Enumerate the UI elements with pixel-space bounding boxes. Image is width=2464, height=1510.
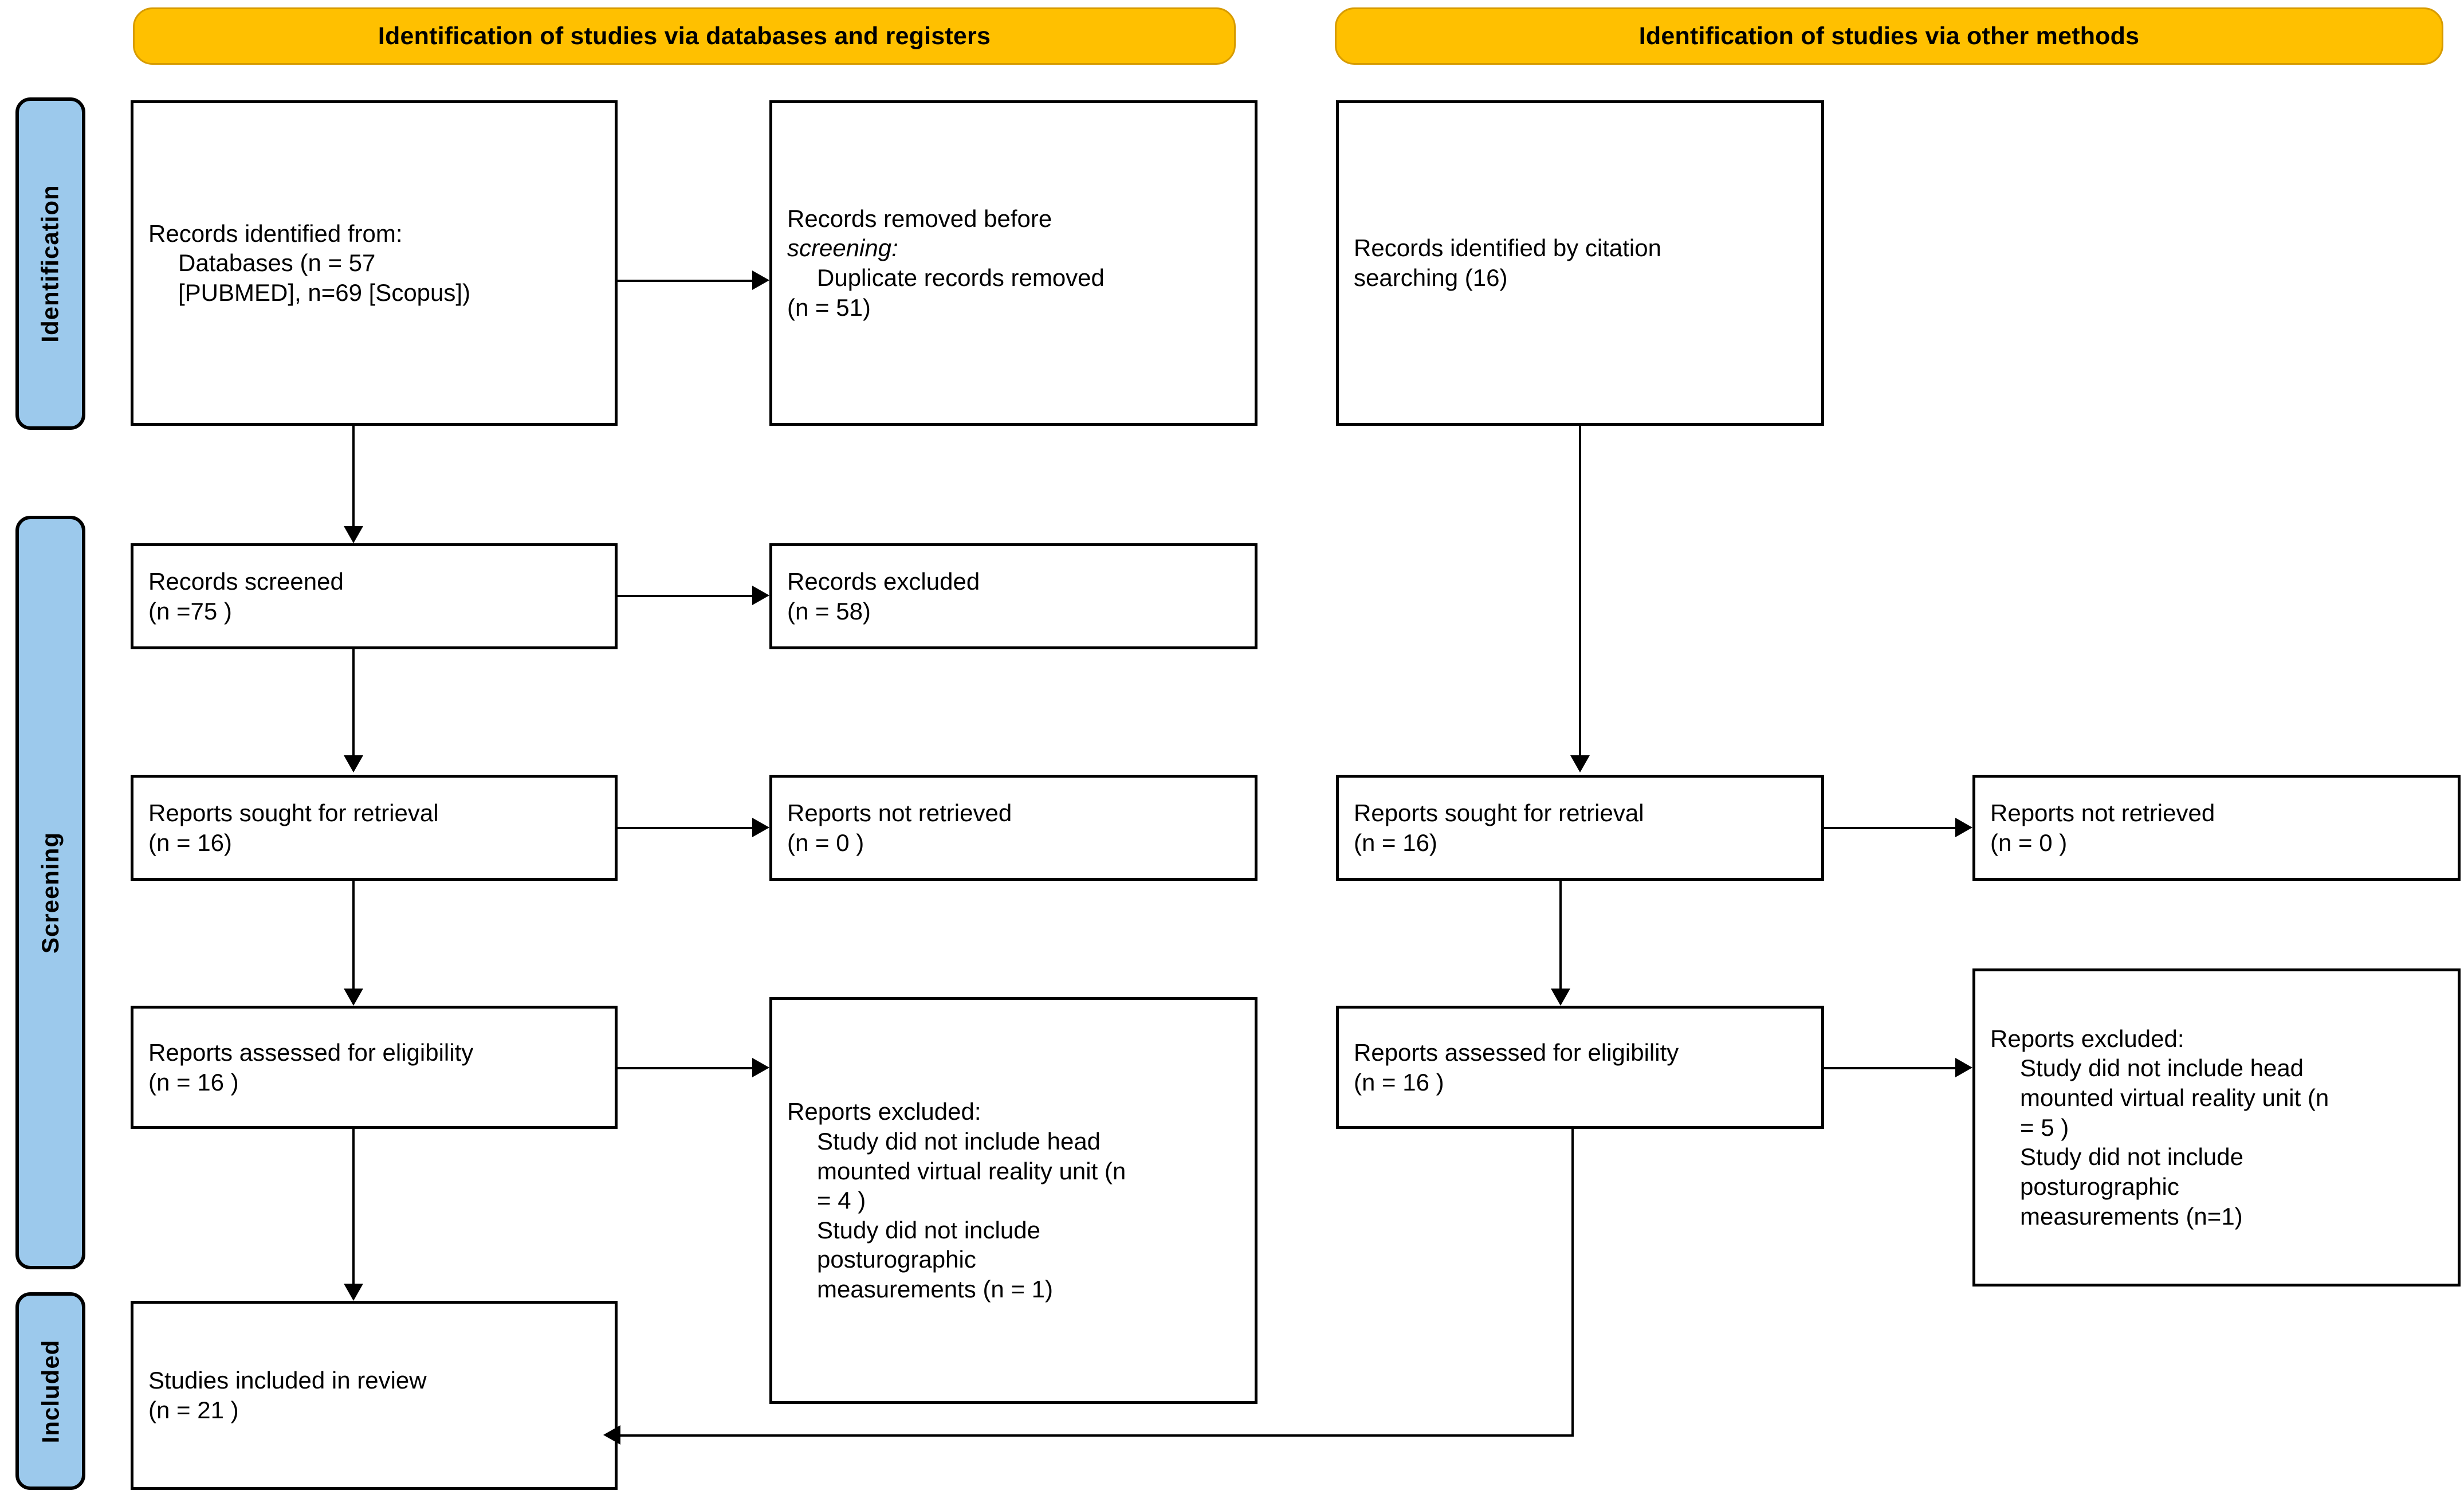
phase-header-databases: Identification of studies via databases … bbox=[133, 7, 1236, 65]
arrow-identified-to-screened bbox=[344, 526, 363, 543]
node-reports-excluded-right: Reports excluded: Study did not include … bbox=[1972, 968, 2461, 1287]
node-records-identified-citation: Records identified by citation searching… bbox=[1336, 100, 1824, 426]
node-reports-assessed-left-line-0: Reports assessed for eligibility bbox=[148, 1038, 474, 1066]
node-reports-assessed-left: Reports assessed for eligibility (n = 16… bbox=[131, 1006, 618, 1129]
arrow-assessed-to-excluded-left bbox=[752, 1058, 769, 1077]
node-reports-not-retrieved-right-line-1: (n = 0 ) bbox=[1990, 829, 2068, 856]
node-records-removed: Records removed before screening: Duplic… bbox=[769, 100, 1257, 426]
node-reports-excluded-right-line-1: Study did not include head bbox=[2020, 1054, 2304, 1082]
arrow-screened-to-excluded bbox=[752, 586, 769, 605]
node-reports-excluded-right-line-0: Reports excluded: bbox=[1990, 1025, 2184, 1052]
arrow-sought-to-notretrieved-right bbox=[1955, 818, 1972, 837]
node-records-identified-line-0: Records identified from: bbox=[148, 219, 403, 247]
connector-identified-to-removed bbox=[618, 280, 752, 282]
node-reports-excluded-right-line-2: mounted virtual reality unit (n bbox=[2020, 1084, 2329, 1112]
stage-label-screening: Screening bbox=[15, 516, 85, 1269]
phase-header-other-methods: Identification of studies via other meth… bbox=[1335, 7, 2443, 65]
arrow-assessed-right-to-included bbox=[603, 1425, 620, 1445]
node-reports-not-retrieved-left: Reports not retrieved (n = 0 ) bbox=[769, 775, 1257, 881]
node-reports-sought-right-line-1: (n = 16) bbox=[1354, 829, 1437, 856]
node-studies-included: Studies included in review (n = 21 ) bbox=[131, 1301, 618, 1490]
node-records-citation-line-1: searching (16) bbox=[1354, 264, 1508, 291]
stage-label-screening-text: Screening bbox=[37, 832, 64, 954]
node-reports-excluded-right-line-6: measurements (n=1) bbox=[2020, 1202, 2243, 1230]
connector-assessed-to-included bbox=[352, 1129, 355, 1284]
node-reports-sought-right: Reports sought for retrieval (n = 16) bbox=[1336, 775, 1824, 881]
node-records-identified: Records identified from: Databases (n = … bbox=[131, 100, 618, 426]
node-records-screened-line-0: Records screened bbox=[148, 567, 344, 595]
stage-label-identification: Identification bbox=[15, 97, 85, 430]
connector-sought-to-assessed-left bbox=[352, 881, 355, 989]
node-records-excluded-line-1: (n = 58) bbox=[787, 597, 871, 625]
node-records-identified-line-1: Databases (n = 57 bbox=[178, 249, 376, 277]
stage-label-included: Included bbox=[15, 1292, 85, 1490]
node-reports-assessed-right-line-1: (n = 16 ) bbox=[1354, 1068, 1444, 1096]
node-reports-excluded-right-line-5: posturographic bbox=[2020, 1172, 2179, 1200]
node-reports-excluded-right-line-4: Study did not include bbox=[2020, 1143, 2243, 1171]
arrow-assessed-to-included bbox=[344, 1284, 363, 1301]
node-studies-included-line-0: Studies included in review bbox=[148, 1367, 427, 1394]
node-reports-sought-left-line-1: (n = 16) bbox=[148, 829, 232, 856]
arrow-citation-to-sought bbox=[1570, 755, 1590, 772]
node-records-removed-line-0: Records removed before bbox=[787, 204, 1240, 234]
node-records-removed-line-3: (n = 51) bbox=[787, 293, 871, 321]
stage-label-identification-text: Identification bbox=[37, 185, 64, 343]
node-records-excluded-line-0: Records excluded bbox=[787, 567, 980, 595]
node-reports-excluded-left-line-4: Study did not include bbox=[817, 1216, 1040, 1244]
node-reports-not-retrieved-left-line-1: (n = 0 ) bbox=[787, 829, 864, 856]
connector-assessed-right-down bbox=[1571, 1129, 1574, 1436]
node-reports-sought-left: Reports sought for retrieval (n = 16) bbox=[131, 775, 618, 881]
node-reports-excluded-left-line-1: Study did not include head bbox=[817, 1127, 1101, 1155]
node-records-screened: Records screened (n =75 ) bbox=[131, 543, 618, 649]
node-reports-excluded-left-line-2: mounted virtual reality unit (n bbox=[817, 1157, 1126, 1185]
connector-citation-to-sought bbox=[1579, 426, 1581, 755]
connector-identified-to-screened bbox=[352, 426, 355, 526]
node-reports-excluded-left-line-0: Reports excluded: bbox=[787, 1098, 981, 1125]
node-records-removed-line-2: Duplicate records removed bbox=[817, 264, 1105, 291]
node-reports-assessed-left-line-1: (n = 16 ) bbox=[148, 1068, 239, 1096]
node-records-screened-line-1: (n =75 ) bbox=[148, 597, 232, 625]
node-reports-excluded-left-line-6: measurements (n = 1) bbox=[817, 1276, 1054, 1303]
arrow-sought-to-assessed-left bbox=[344, 989, 363, 1006]
node-reports-excluded-left: Reports excluded: Study did not include … bbox=[769, 997, 1257, 1404]
connector-assessed-right-to-included bbox=[620, 1434, 1574, 1437]
node-reports-sought-right-line-0: Reports sought for retrieval bbox=[1354, 799, 1644, 826]
node-reports-assessed-right: Reports assessed for eligibility (n = 16… bbox=[1336, 1006, 1824, 1129]
node-records-removed-text-1: screening: bbox=[787, 234, 898, 262]
node-studies-included-line-1: (n = 21 ) bbox=[148, 1397, 239, 1423]
node-reports-excluded-left-line-5: posturographic bbox=[817, 1246, 976, 1273]
node-reports-not-retrieved-left-line-0: Reports not retrieved bbox=[787, 799, 1012, 826]
node-reports-excluded-left-line-3: = 4 ) bbox=[817, 1187, 866, 1214]
connector-assessed-to-excluded-left bbox=[618, 1067, 752, 1069]
node-reports-not-retrieved-right: Reports not retrieved (n = 0 ) bbox=[1972, 775, 2461, 881]
stage-label-included-text: Included bbox=[37, 1339, 64, 1443]
connector-screened-to-excluded bbox=[618, 595, 752, 597]
node-reports-assessed-right-line-0: Reports assessed for eligibility bbox=[1354, 1038, 1679, 1066]
node-records-identified-line-2: [PUBMED], n=69 [Scopus]) bbox=[178, 279, 471, 306]
connector-assessed-to-excluded-right bbox=[1824, 1067, 1955, 1069]
node-reports-sought-left-line-0: Reports sought for retrieval bbox=[148, 799, 439, 826]
arrow-assessed-to-excluded-right bbox=[1955, 1058, 1972, 1077]
node-records-excluded: Records excluded (n = 58) bbox=[769, 543, 1257, 649]
node-records-removed-line-1: screening: bbox=[787, 233, 1240, 263]
arrow-screened-to-sought bbox=[344, 755, 363, 772]
node-records-citation-line-0: Records identified by citation bbox=[1354, 234, 1661, 262]
connector-screened-to-sought bbox=[352, 649, 355, 755]
node-reports-not-retrieved-right-line-0: Reports not retrieved bbox=[1990, 799, 2215, 826]
connector-sought-to-assessed-right bbox=[1559, 881, 1562, 989]
connector-sought-to-notretrieved-left bbox=[618, 827, 752, 829]
connector-sought-to-notretrieved-right bbox=[1824, 827, 1955, 829]
node-reports-excluded-right-line-3: = 5 ) bbox=[2020, 1113, 2069, 1141]
arrow-sought-to-notretrieved-left bbox=[752, 818, 769, 837]
node-records-removed-text-0: Records removed before bbox=[787, 205, 1052, 232]
arrow-sought-to-assessed-right bbox=[1551, 989, 1570, 1006]
arrow-identified-to-removed bbox=[752, 270, 769, 290]
